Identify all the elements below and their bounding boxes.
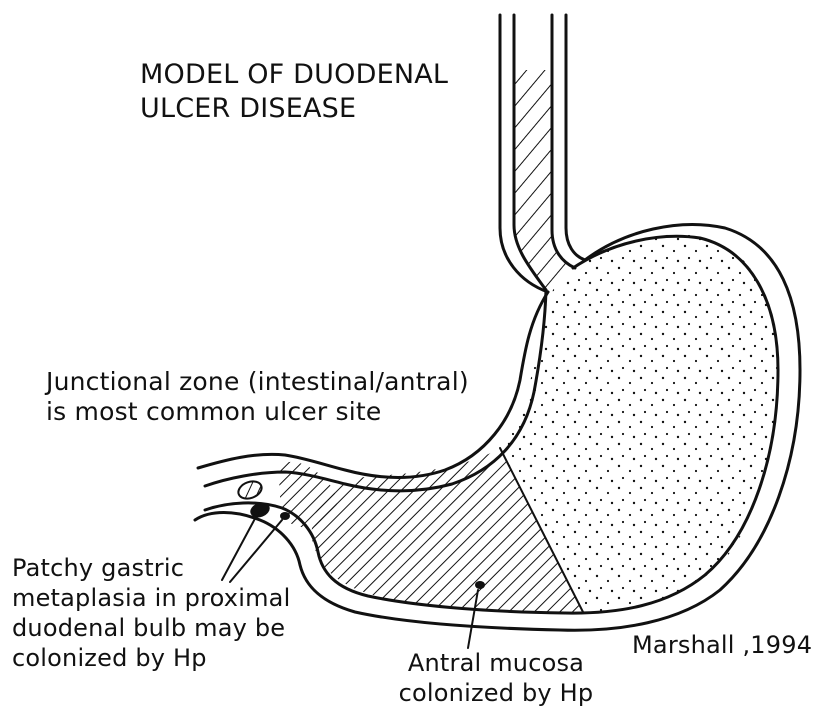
antral-line-2: colonized by Hp — [376, 678, 616, 708]
diagram-title: MODEL OF DUODENAL ULCER DISEASE — [140, 58, 448, 126]
metaplasia-line-3: duodenal bulb may be — [12, 613, 290, 643]
metaplasia-line-1: Patchy gastric — [12, 553, 290, 583]
metaplasia-annotation: Patchy gastric metaplasia in proximal du… — [12, 553, 290, 673]
junctional-zone-annotation: Junctional zone (intestinal/antral) is m… — [46, 367, 469, 427]
title-line-2: ULCER DISEASE — [140, 92, 448, 126]
junctional-line-1: Junctional zone (intestinal/antral) — [46, 367, 469, 397]
antral-line-1: Antral mucosa — [376, 648, 616, 678]
metaplasia-line-2: metaplasia in proximal — [12, 583, 290, 613]
junctional-line-2: is most common ulcer site — [46, 397, 469, 427]
credit-text: Marshall ,1994 — [632, 630, 812, 660]
antral-mucosa-annotation: Antral mucosa colonized by Hp — [376, 648, 616, 708]
metaplasia-line-4: colonized by Hp — [12, 643, 290, 673]
title-line-1: MODEL OF DUODENAL — [140, 58, 448, 92]
